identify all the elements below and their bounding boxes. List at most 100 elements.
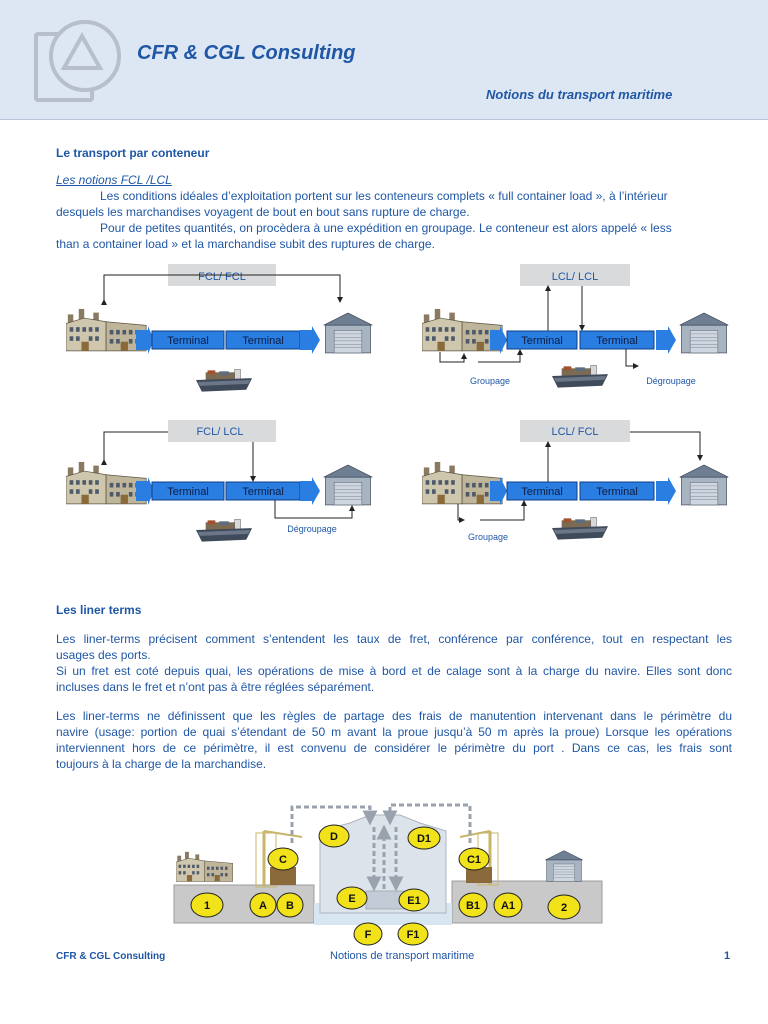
diagram-title: FCL/ LCL (196, 426, 243, 438)
marker-label: E1 (407, 895, 420, 907)
groupage-label: Groupage (470, 376, 510, 386)
paragraph-line: Les conditions idéales d’exploitation po… (100, 189, 668, 203)
flow-arrow (101, 431, 168, 465)
chevron-arrow-icon (656, 326, 676, 354)
ship-icon (552, 516, 609, 541)
section-title-liner-terms: Les liner terms (56, 603, 142, 617)
degroupage-label: Dégroupage (646, 376, 696, 386)
marker-label: D (330, 831, 338, 843)
diagram-lcl-lcl: LCL/ LCL Terminal Terminal Groupage Dégr… (422, 264, 729, 389)
chevron-arrow-icon (300, 326, 320, 354)
terminal-label: Terminal (242, 486, 284, 498)
marker-f (353, 922, 383, 946)
paragraph-line: Les liner-terms ne définissent que les r… (56, 709, 732, 723)
factory-icon (176, 851, 234, 882)
warehouse-icon (679, 312, 729, 354)
paragraph-line: toujours à la charge de la marchandise. (56, 757, 267, 771)
terminal-label: Terminal (596, 335, 638, 347)
diagram-fcl-lcl: FCL/ LCL Terminal Terminal Dégroupage (66, 420, 373, 543)
marker-b (276, 892, 304, 918)
marker-a (249, 892, 277, 918)
flow-arrow (630, 431, 703, 461)
company-name: CFR & CGL Consulting (137, 42, 356, 64)
document-subject: Notions du transport maritime (486, 87, 673, 102)
marker-d1 (407, 826, 441, 850)
factory-icon (66, 308, 147, 352)
flow-arrow (480, 500, 527, 521)
terminal-label: Terminal (167, 335, 209, 347)
paragraph-line: Si un fret est coté depuis quai, les opé… (56, 664, 732, 678)
paragraph-line: Pour de petites quantités, on procèdera … (100, 221, 672, 235)
marker-label: A1 (501, 900, 515, 912)
factory-icon (66, 461, 147, 505)
cargo-crate (270, 867, 296, 885)
section-title-container: Le transport par conteneur (56, 146, 210, 160)
cargo-crate (466, 867, 492, 883)
marker-label: F (365, 929, 372, 941)
paragraph-line: usages des ports. (56, 648, 151, 662)
marker-b1 (458, 892, 488, 918)
flow-arrow (457, 504, 465, 523)
chevron-arrow-icon (656, 477, 676, 505)
footer-title: Notions de transport maritime (330, 950, 475, 962)
marker-label: C1 (467, 854, 481, 866)
marker-label: C (279, 854, 287, 866)
flow-arrow (625, 349, 639, 369)
terminal-label: Terminal (242, 335, 284, 347)
subtitle-notions: Les notions FCL /LCL (56, 173, 172, 187)
page-header: CFR & CGL Consulting Notions du transpor… (0, 0, 768, 120)
paragraph-line: interviennent hors de ce périmètre, il e… (56, 741, 732, 755)
liner-terms-diagram: 1 A B C D E F D1 E1 F1 C1 B1 A1 2 (173, 803, 603, 946)
groupage-label: Groupage (468, 532, 508, 542)
marker-c1 (458, 847, 490, 871)
diagram-title: FCL/ FCL (198, 271, 246, 283)
paragraph-line: incluses dans le fret et n’ont pas à êtr… (56, 680, 375, 694)
diagram-lcl-fcl: LCL/ FCL Terminal Terminal Groupage (422, 420, 729, 542)
marker-label: B1 (466, 900, 480, 912)
marker-e1 (398, 888, 430, 912)
diagram-title: LCL/ LCL (552, 271, 598, 283)
warehouse-icon (323, 312, 373, 354)
marker-label: B (286, 900, 294, 912)
marker-d (318, 824, 350, 848)
marker-f1 (397, 922, 429, 946)
paragraph-line: navire (usage: portion de quai s’étendan… (56, 725, 732, 739)
warehouse-icon (679, 464, 729, 506)
fcl-lcl-diagrams: FCL/ FCL Terminal Terminal LCL/ LCL Term… (66, 264, 729, 543)
terminal-label: Terminal (521, 335, 563, 347)
degroupage-label: Dégroupage (287, 524, 337, 534)
marker-2 (547, 894, 581, 920)
company-logo (34, 20, 121, 102)
marker-e (336, 886, 368, 910)
diagram-title-box (520, 264, 630, 286)
chevron-arrow-icon (300, 477, 320, 505)
marker-label: A (259, 900, 267, 912)
warehouse-icon (323, 464, 373, 506)
warehouse-icon (545, 850, 583, 882)
flow-arrow (439, 352, 467, 363)
diagram-fcl-fcl: FCL/ FCL Terminal Terminal (66, 264, 373, 393)
paragraph-line: than a container load » et la marchandis… (56, 237, 435, 251)
footer-company: CFR & CGL Consulting (56, 951, 166, 962)
chevron-arrow-icon (136, 326, 154, 354)
chevron-arrow-icon (490, 326, 507, 354)
terminal-label: Terminal (167, 486, 209, 498)
terminal-label: Terminal (596, 486, 638, 498)
ship-icon (196, 368, 253, 393)
marker-label: 1 (204, 900, 210, 912)
marker-c (267, 847, 299, 871)
marker-a1 (493, 892, 523, 918)
marker-label: D1 (417, 833, 431, 845)
marker-label: 2 (561, 902, 567, 914)
marker-1 (190, 892, 224, 918)
flow-arrow (274, 500, 355, 519)
chevron-arrow-icon (490, 477, 507, 505)
ship-icon (196, 518, 253, 543)
paragraph-line: desquels les marchandises voyagent de bo… (56, 205, 470, 219)
diagram-title-box (520, 420, 630, 442)
terminal-label: Terminal (521, 486, 563, 498)
marker-label: E (348, 893, 355, 905)
ship-icon (552, 364, 609, 389)
flow-arrow (478, 349, 523, 363)
paragraph-line: Les liner-terms précisent comment s’ente… (56, 632, 732, 646)
